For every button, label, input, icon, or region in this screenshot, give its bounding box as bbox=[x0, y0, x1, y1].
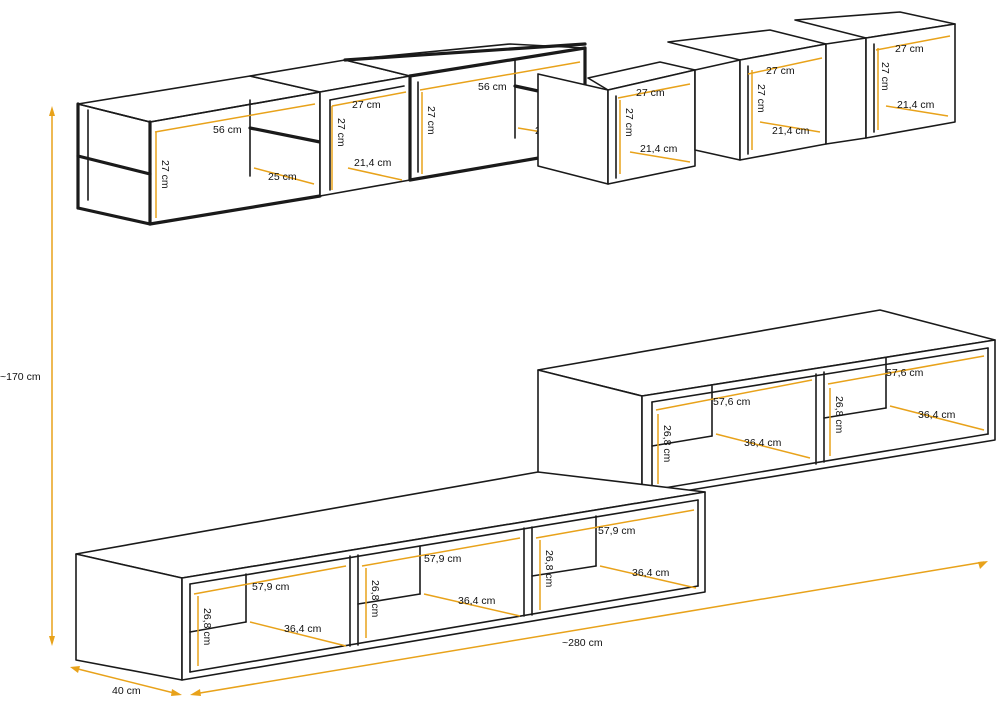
cube-top-3-width: 27 cm bbox=[766, 65, 795, 77]
frame-shelf-right-width: 56 cm bbox=[478, 81, 507, 93]
cube-top-2-width: 27 cm bbox=[636, 87, 665, 99]
cube-top-4-width: 27 cm bbox=[895, 43, 924, 55]
cube-shelf-top-3: 27 cm 27 cm 21,4 cm bbox=[667, 29, 827, 161]
overall-height-dimension: ~170 cm bbox=[0, 106, 55, 646]
tv-cabinet: 57,9 cm 57,9 cm 57,9 cm 26,8 cm 26,8 cm … bbox=[75, 471, 706, 681]
cube-top-1-width: 27 cm bbox=[352, 99, 381, 111]
tv-cabinet-left-depth: 36,4 cm bbox=[284, 623, 322, 635]
cube-top-2-height: 27 cm bbox=[623, 108, 635, 137]
wall-cabinet-right-height: 26,8 cm bbox=[833, 396, 845, 434]
tv-cabinet-right-depth: 36,4 cm bbox=[632, 567, 670, 579]
cube-top-1-height: 27 cm bbox=[335, 118, 347, 147]
depth-label: 40 cm bbox=[112, 685, 141, 697]
frame-shelf-left: 56 cm 27 cm 25 cm bbox=[76, 75, 322, 226]
cube-top-4-height: 27 cm bbox=[879, 62, 891, 91]
wall-cabinet-left-height: 26,8 cm bbox=[661, 425, 673, 463]
tv-cabinet-right-width: 57,9 cm bbox=[598, 525, 636, 537]
wall-cabinet-right-depth: 36,4 cm bbox=[918, 409, 956, 421]
wall-cabinet-left-depth: 36,4 cm bbox=[744, 437, 782, 449]
wall-cabinet: 57,6 cm 57,6 cm 26,8 cm 26,8 cm 36,4 cm … bbox=[537, 309, 996, 499]
frame-shelf-right-height: 27 cm bbox=[425, 106, 437, 135]
tv-cabinet-mid-depth: 36,4 cm bbox=[458, 595, 496, 607]
cube-top-1-depth: 21,4 cm bbox=[354, 157, 392, 169]
cube-top-4-depth: 21,4 cm bbox=[897, 99, 935, 111]
cube-top-3-height: 27 cm bbox=[755, 84, 767, 113]
overall-height-label: ~170 cm bbox=[0, 371, 41, 383]
overall-width-dimension: ~280 cm bbox=[190, 561, 988, 696]
depth-dimension: 40 cm bbox=[70, 666, 182, 697]
tv-cabinet-left-width: 57,9 cm bbox=[252, 581, 290, 593]
cube-shelf-top-4: 27 cm 27 cm 21,4 cm bbox=[794, 11, 956, 145]
tv-cabinet-left-height: 26,8 cm bbox=[201, 608, 213, 646]
frame-shelf-left-width: 56 cm bbox=[213, 124, 242, 136]
wall-cabinet-left-width: 57,6 cm bbox=[713, 396, 751, 408]
cube-shelf-top-2: 27 cm 27 cm 21,4 cm bbox=[537, 61, 696, 185]
tv-cabinet-mid-width: 57,9 cm bbox=[424, 553, 462, 565]
frame-shelf-left-depth: 25 cm bbox=[268, 171, 297, 183]
tv-cabinet-right-height: 26,8 cm bbox=[543, 550, 555, 588]
frame-shelf-left-height: 27 cm bbox=[159, 160, 171, 189]
cube-top-3-depth: 21,4 cm bbox=[772, 125, 810, 137]
cube-top-2-depth: 21,4 cm bbox=[640, 143, 678, 155]
tv-cabinet-mid-height: 26,8 cm bbox=[369, 580, 381, 618]
overall-width-label: ~280 cm bbox=[562, 637, 603, 649]
cube-shelf-top-1: 27 cm 27 cm 21,4 cm bbox=[249, 59, 411, 197]
wall-cabinet-right-width: 57,6 cm bbox=[886, 367, 924, 379]
